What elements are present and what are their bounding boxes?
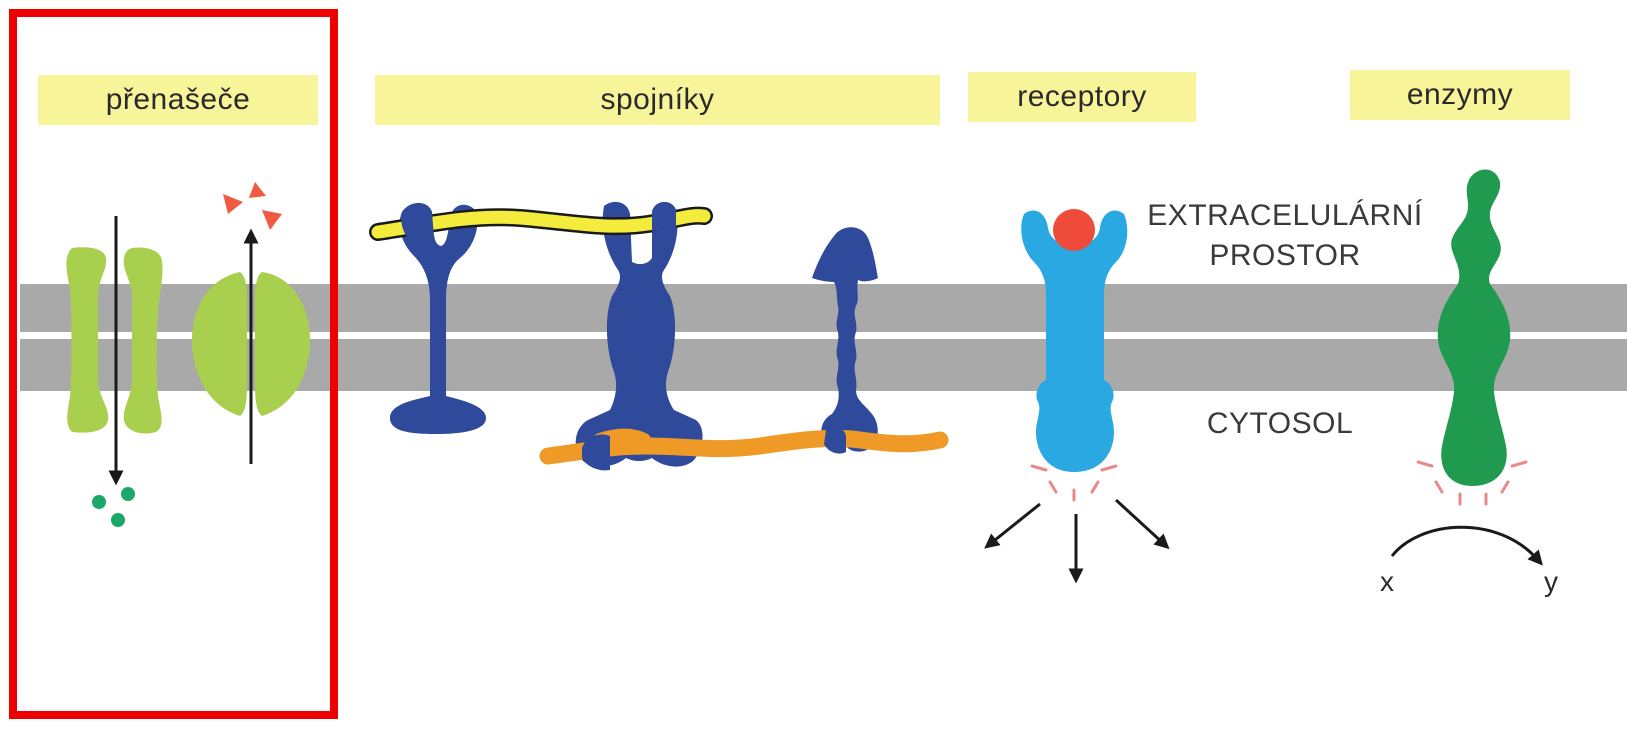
linker-protein-2-cap-overlap bbox=[652, 202, 676, 232]
reaction-product-label: y bbox=[1544, 566, 1558, 598]
enzyme-protein bbox=[1438, 169, 1510, 486]
receptor-ligand bbox=[1053, 209, 1095, 251]
enzyme-reaction-arrow bbox=[1392, 527, 1538, 560]
linker-protein-3-foot-overlap bbox=[824, 427, 846, 454]
receptors-label: receptory bbox=[968, 72, 1196, 122]
transporters-label: přenašeče bbox=[38, 75, 318, 125]
cytosol-label: CYTOSOL bbox=[1170, 404, 1390, 444]
extracellular-space-label: EXTRACELULÁRNÍ PROSTOR bbox=[1130, 196, 1440, 276]
linker-protein-1-cap-overlap bbox=[401, 203, 434, 240]
linker-protein-2 bbox=[576, 202, 703, 467]
extracellular-space-label-line2: PROSTOR bbox=[1130, 236, 1440, 276]
transported-red-molecules bbox=[223, 182, 282, 230]
enzymes-label: enzymy bbox=[1350, 70, 1570, 120]
reaction-substrate-label: x bbox=[1380, 566, 1394, 598]
transported-green-molecules bbox=[92, 487, 135, 527]
extracellular-space-label-line1: EXTRACELULÁRNÍ bbox=[1130, 196, 1440, 236]
receptor-signal-arrows bbox=[990, 500, 1164, 576]
linkers-label: spojníky bbox=[375, 75, 940, 125]
transporter-carrier-protein bbox=[192, 236, 310, 464]
